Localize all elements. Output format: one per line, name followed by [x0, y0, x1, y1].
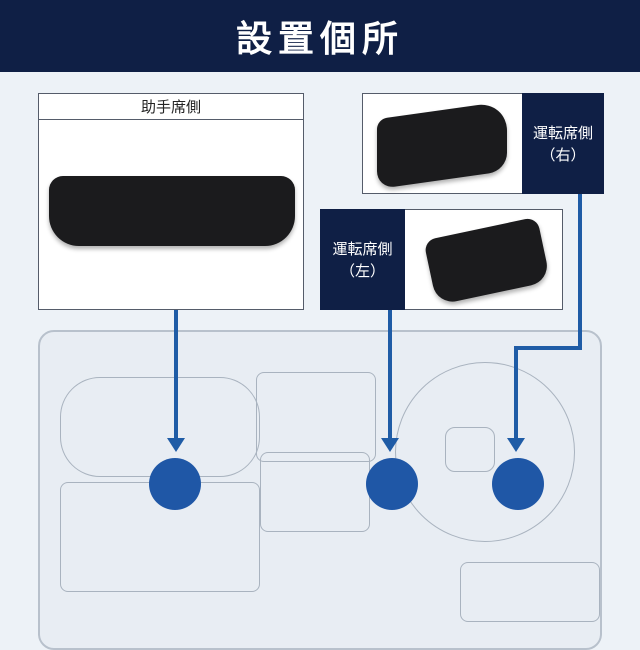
driver-right-label-box: 運転席側 （右） — [522, 93, 604, 194]
driver-right-location-marker — [492, 458, 544, 510]
driver-right-tray-image — [377, 100, 507, 190]
driver-right-sub: （右） — [540, 145, 586, 164]
driver-left-label-box: 運転席側 （左） — [320, 209, 405, 310]
page-title: 設置個所 — [0, 0, 640, 72]
driver-left-tray-image — [423, 216, 551, 306]
driver-left-panel: 運転席側 （左） — [320, 209, 563, 310]
driver-left-location-marker — [366, 458, 418, 510]
driver-left-label: 運転席側 — [332, 239, 393, 258]
passenger-side-label: 助手席側 — [39, 94, 303, 120]
passenger-location-marker — [149, 458, 201, 510]
driver-right-label: 運転席側 — [532, 123, 593, 142]
driver-left-sub: （左） — [339, 261, 385, 280]
passenger-tray-image — [49, 176, 295, 246]
passenger-side-panel: 助手席側 — [38, 93, 304, 310]
driver-right-panel: 運転席側 （右） — [362, 93, 604, 194]
